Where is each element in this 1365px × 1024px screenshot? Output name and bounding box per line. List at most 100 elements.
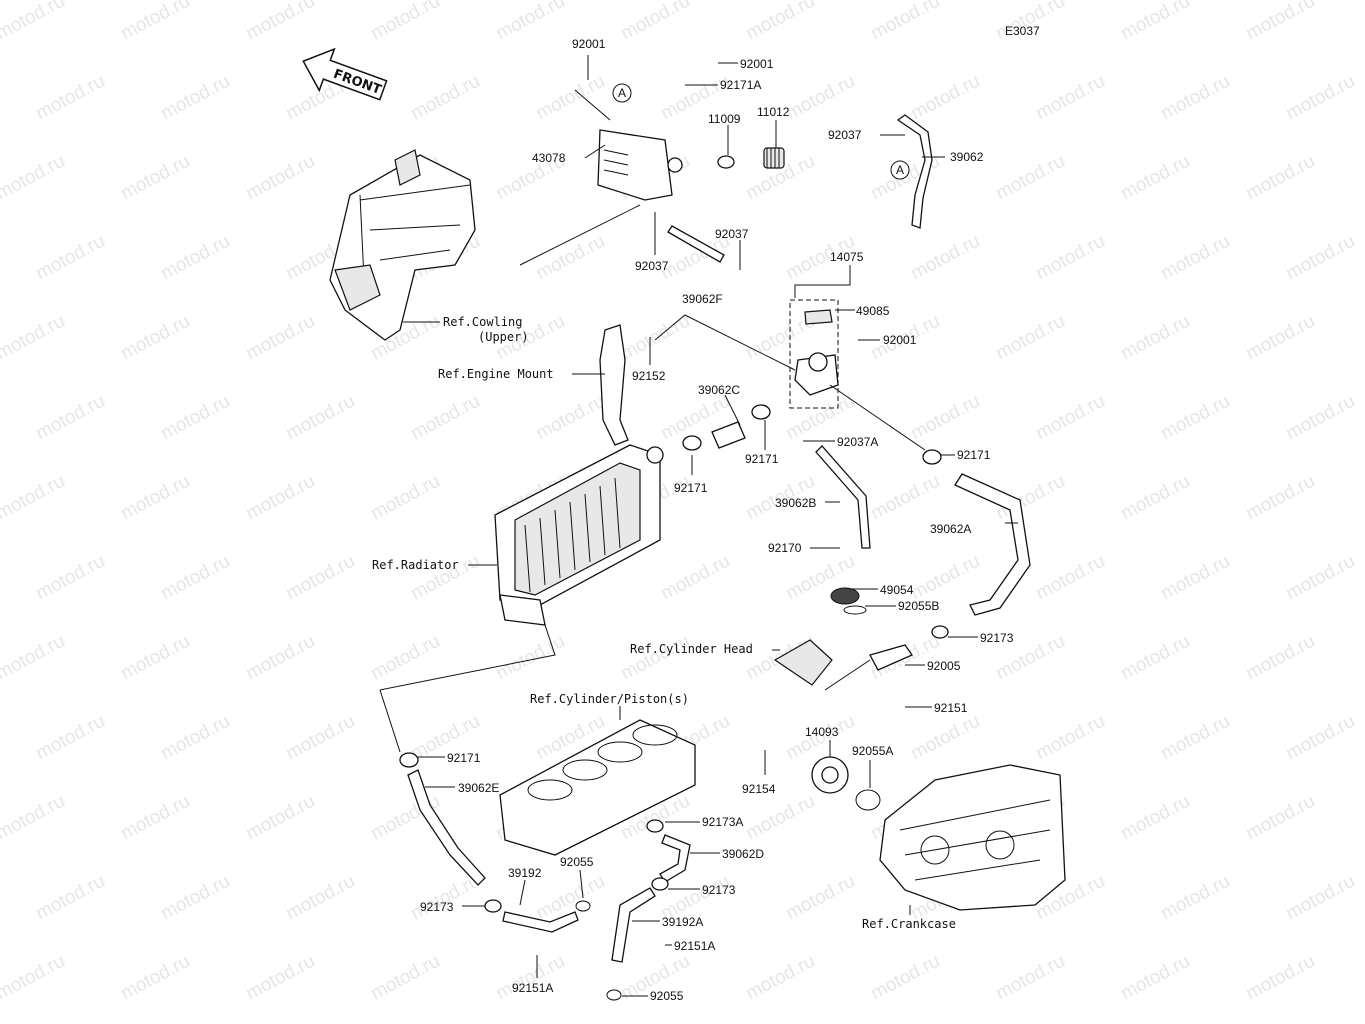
watermark-text: motod.ru [1157,71,1233,125]
watermark-text: motod.ru [1282,391,1358,445]
watermark-text: motod.ru [1282,231,1358,285]
watermark-text: motod.ru [282,391,358,445]
label-92151: 92151 [934,701,968,715]
watermark-text: motod.ru [282,711,358,765]
engine-mount-bracket [599,324,629,446]
watermark-text: motod.ru [1032,231,1108,285]
thermostat-housing [794,309,839,396]
oring-92055-b [606,989,622,1001]
watermark-text: motod.ru [1242,631,1318,685]
label-92171-a: 92171 [674,481,708,495]
watermark-text: motod.ru [617,311,693,365]
watermark-text: motod.ru [0,151,69,205]
watermark-text: motod.ru [157,871,233,925]
hose-39062 [896,114,933,229]
svg-text:A: A [618,86,626,100]
watermark-text: motod.ru [782,71,858,125]
watermark-text: motod.ru [407,71,483,125]
watermark-text: motod.ru [1032,391,1108,445]
watermark-text: motod.ru [0,471,69,525]
watermark-text: motod.ru [1117,951,1193,1005]
watermark-text: motod.ru [617,0,693,44]
watermark-text: motod.ru [242,631,318,685]
watermark-text: motod.ru [492,0,568,44]
watermark-text: motod.ru [157,551,233,605]
watermark-text: motod.ru [0,631,69,685]
label-92171-d: 92171 [447,751,481,765]
watermark-text: motod.ru [992,951,1068,1005]
label-39192a: 39192A [662,915,703,929]
watermark-text: motod.ru [1157,551,1233,605]
label-92173-a: 92173 [980,631,1014,645]
ref-cowling: Ref.Cowling [443,315,522,329]
water-pump [811,756,881,811]
label-92055a: 92055A [852,744,893,758]
watermark-text: motod.ru [157,71,233,125]
watermark-text: motod.ru [282,871,358,925]
watermark-text: motod.ru [1282,551,1358,605]
watermark-text: motod.ru [367,0,443,44]
watermark-text: motod.ru [492,631,568,685]
watermark-text: motod.ru [532,231,608,285]
watermark-text: motod.ru [1117,151,1193,205]
label-92037-c: 92037 [828,128,862,142]
watermark-text: motod.ru [867,0,943,44]
watermark-text: motod.ru [1117,311,1193,365]
watermark-text: motod.ru [157,391,233,445]
watermark-text: motod.ru [32,711,108,765]
pipe-39192a [611,887,656,963]
hose-39062a [954,473,1031,616]
watermark-text: motod.ru [157,711,233,765]
watermark-text: motod.ru [1242,471,1318,525]
watermark-text: motod.ru [157,231,233,285]
label-11012: 11012 [757,105,790,119]
svg-text:A: A [896,163,904,177]
hose-39062e [407,769,486,886]
label-49085: 49085 [856,304,890,318]
watermark-text: motod.ru [907,71,983,125]
ref-radiator: Ref.Radiator [372,558,459,572]
label-39062a: 39062A [930,522,971,536]
watermark-text: motod.ru [117,311,193,365]
watermark-text: motod.ru [907,711,983,765]
marker-a-left: A [612,83,632,103]
watermark-text: motod.ru [117,631,193,685]
thermostat [830,587,867,615]
label-14075: 14075 [830,250,864,264]
thermostat-group-box [789,299,839,409]
seal-ring [717,155,735,169]
label-92037-a: 92037 [635,259,669,273]
label-92001-c: 92001 [883,333,917,347]
watermark-text: motod.ru [242,791,318,845]
watermark-text: motod.ru [367,471,443,525]
marker-a-right: A [890,160,910,180]
watermark-text: motod.ru [242,951,318,1005]
watermark-text: motod.ru [617,631,693,685]
label-92055-b: 92055 [650,989,684,1003]
label-39062f: 39062F [682,292,723,306]
clamp-92173-a [931,625,949,639]
label-92152: 92152 [632,369,666,383]
watermark-text: motod.ru [1282,71,1358,125]
fitting-92005 [869,644,913,671]
label-43078: 43078 [532,151,566,165]
watermark-text: motod.ru [117,151,193,205]
label-92154: 92154 [742,782,776,796]
watermark-text: motod.ru [407,391,483,445]
label-11009: 11009 [708,112,741,126]
watermark-text: motod.ru [1157,711,1233,765]
label-92171a: 92171A [720,78,761,92]
watermark-text: motod.ru [242,471,318,525]
watermark-text: motod.ru [1117,631,1193,685]
watermark-text: motod.ru [1157,391,1233,445]
watermark-text: motod.ru [532,71,608,125]
clamp-92173a [646,819,664,833]
watermark-text: motod.ru [492,951,568,1005]
watermark-text: motod.ru [907,551,983,605]
watermark-text: motod.ru [117,0,193,44]
label-92151a-b: 92151A [512,981,553,995]
ref-engine-mount: Ref.Engine Mount [438,367,554,381]
oring-92055-a [575,900,591,912]
ref-cowling-upper: (Upper) [478,330,529,344]
watermark-text: motod.ru [907,231,983,285]
